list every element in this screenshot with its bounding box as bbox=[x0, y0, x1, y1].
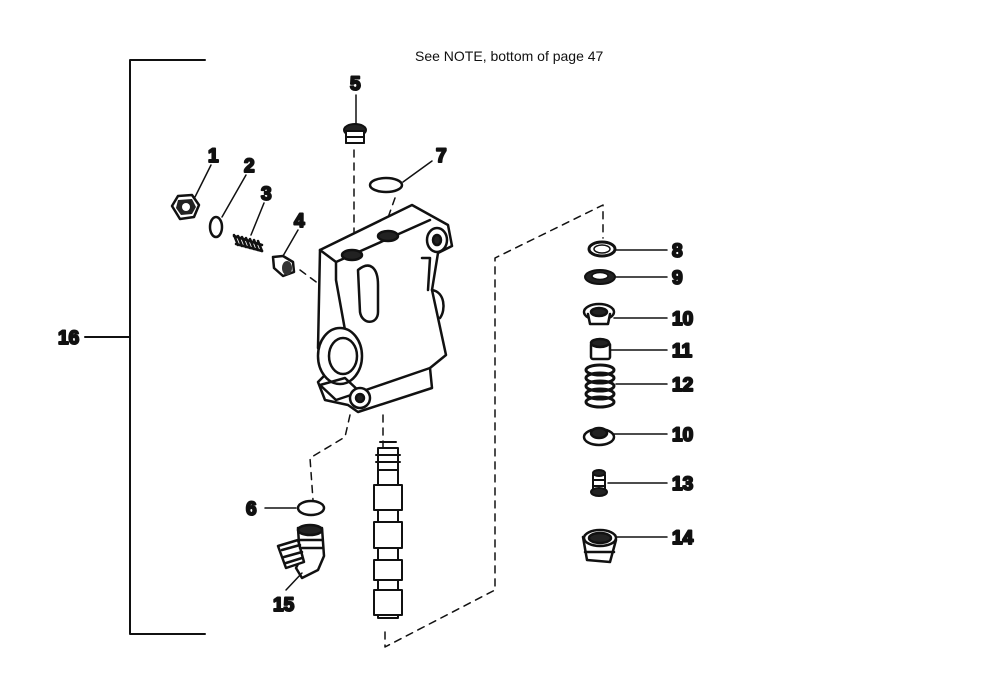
leader-lines bbox=[194, 94, 668, 591]
part-slotted-plug bbox=[343, 123, 367, 144]
callout-7: 7 bbox=[436, 146, 447, 167]
part-o-ring bbox=[208, 215, 224, 239]
part-elbow-fitting bbox=[276, 523, 326, 580]
callout-13: 13 bbox=[672, 474, 693, 495]
page-note: See NOTE, bottom of page 47 bbox=[415, 48, 604, 64]
part-cap-nut bbox=[581, 528, 618, 564]
part-retainer bbox=[589, 337, 612, 361]
callout-14: 14 bbox=[672, 528, 694, 549]
part-ring-8 bbox=[587, 240, 617, 258]
callout-9: 9 bbox=[672, 268, 683, 289]
callout-11: 11 bbox=[672, 341, 693, 362]
part-main-spring bbox=[584, 363, 616, 409]
part-spring-seat-top bbox=[582, 302, 616, 326]
callout-10-bottom: 10 bbox=[672, 425, 693, 446]
callout-1: 1 bbox=[208, 146, 219, 167]
part-spring bbox=[232, 233, 264, 253]
part-hex-plug bbox=[170, 193, 201, 221]
assembly-bracket bbox=[84, 59, 206, 635]
callout-5: 5 bbox=[350, 74, 361, 95]
part-spool bbox=[373, 441, 403, 619]
callout-3: 3 bbox=[261, 184, 272, 205]
callout-15: 15 bbox=[273, 595, 295, 616]
part-valve-pin bbox=[271, 254, 296, 278]
valve-body-housing bbox=[316, 203, 454, 414]
part-washer-9 bbox=[584, 269, 616, 285]
callout-6: 6 bbox=[246, 499, 257, 520]
part-spring-seat-bottom bbox=[582, 426, 616, 447]
callout-16: 16 bbox=[58, 328, 79, 349]
callout-10-top: 10 bbox=[672, 309, 693, 330]
callout-4: 4 bbox=[294, 211, 305, 232]
callout-2: 2 bbox=[244, 156, 255, 177]
callout-12: 12 bbox=[672, 375, 693, 396]
callout-8: 8 bbox=[672, 241, 683, 262]
part-o-ring-bottom bbox=[296, 499, 326, 517]
part-adjusting-screw bbox=[590, 469, 608, 497]
part-o-ring-top bbox=[368, 176, 404, 194]
